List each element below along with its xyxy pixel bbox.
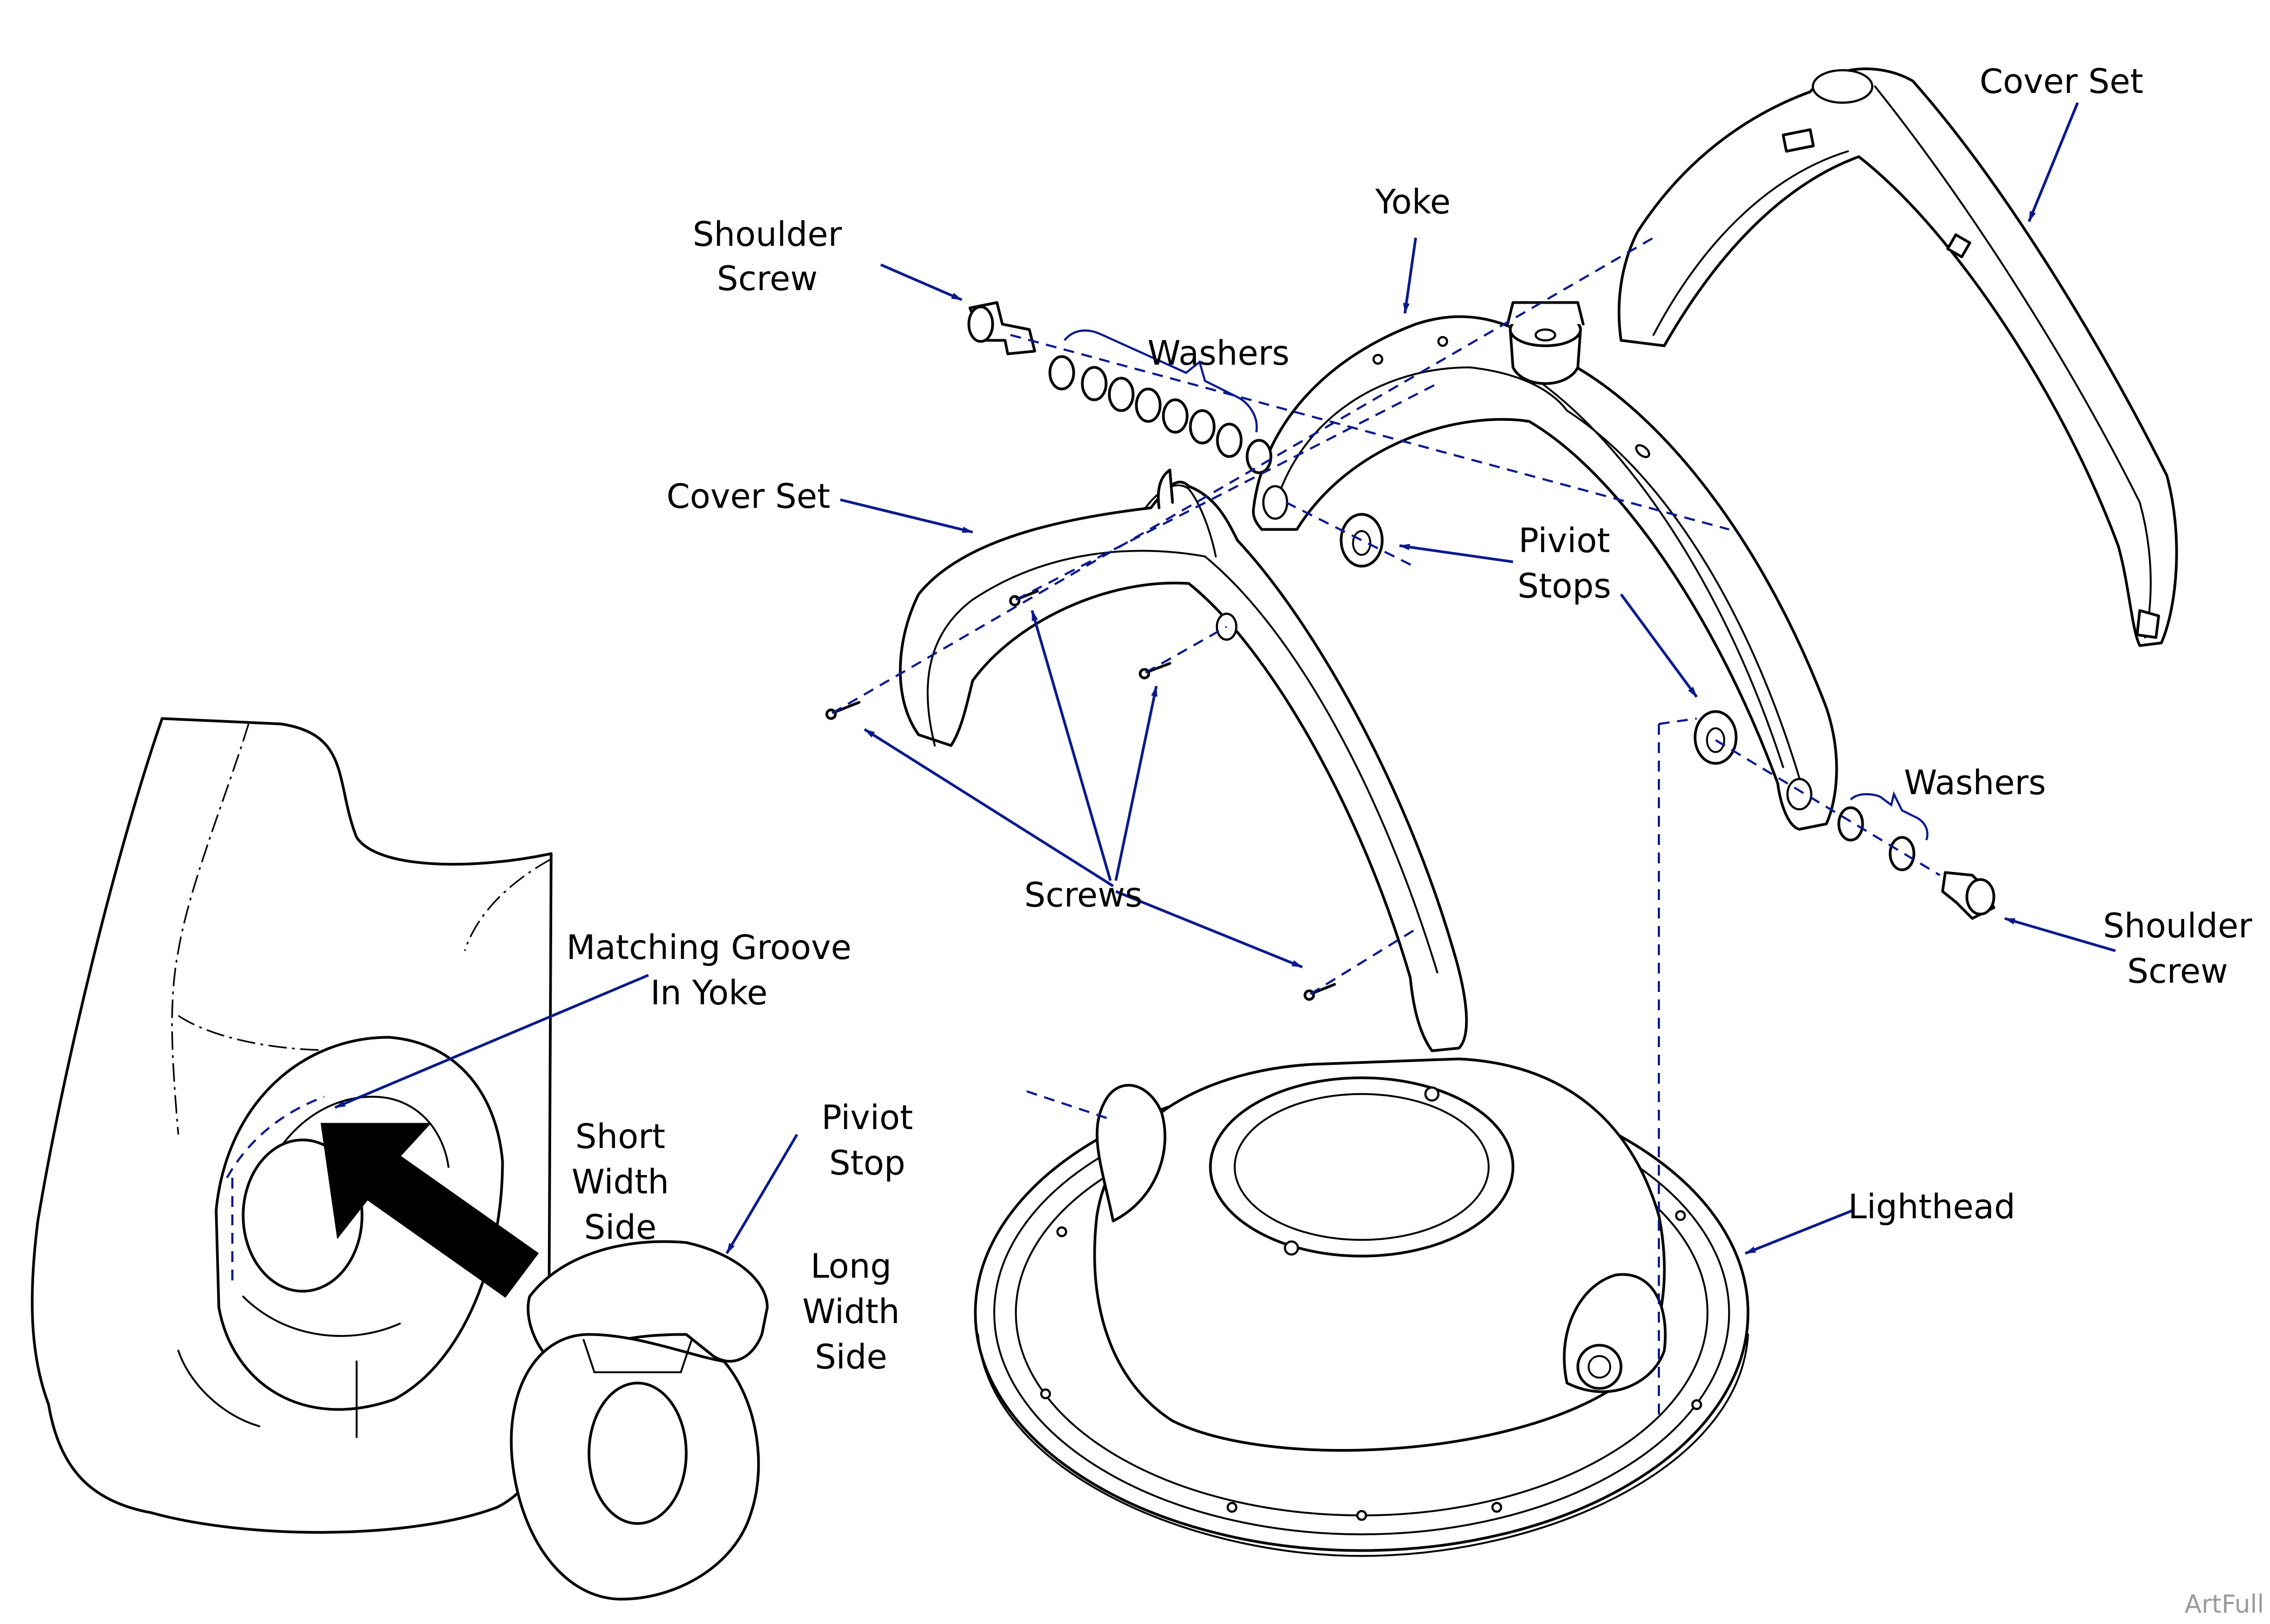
shoulder-screw-left-part	[967, 301, 1036, 355]
label-yoke: Yoke	[1375, 182, 1450, 222]
leader-lines	[334, 102, 2116, 1255]
label-washers-right: Washers	[1904, 763, 2046, 802]
cover-set-right-part	[1617, 68, 2178, 647]
washers-left-brace	[1063, 329, 1258, 433]
washers-right-brace	[1850, 791, 1929, 841]
washers-right-part	[1837, 806, 1916, 871]
washers-left-part	[1048, 355, 1273, 474]
screws-part	[825, 589, 1336, 1001]
alignment-lines	[226, 237, 1941, 1415]
pivot-stop-large-part	[510, 1240, 769, 1601]
label-washers-left: Washers	[1148, 333, 1290, 373]
yoke-part	[1252, 301, 1838, 831]
pivot-stops-small-part	[1340, 513, 1738, 765]
insert-direction-arrow	[320, 1123, 539, 1298]
watermark: ArtFull	[2185, 1589, 2264, 1619]
shoulder-screw-right-part	[1941, 871, 1996, 920]
label-screws: Screws	[1024, 875, 1143, 915]
cover-set-left-part	[899, 468, 1468, 1052]
label-cover-set-left: Cover Set	[666, 477, 830, 516]
lighthead-part	[974, 1057, 1750, 1557]
label-cover-set-top: Cover Set	[1979, 62, 2143, 101]
label-lighthead: Lighthead	[1848, 1187, 2015, 1226]
yoke-end-cutaway-part	[31, 717, 553, 1534]
